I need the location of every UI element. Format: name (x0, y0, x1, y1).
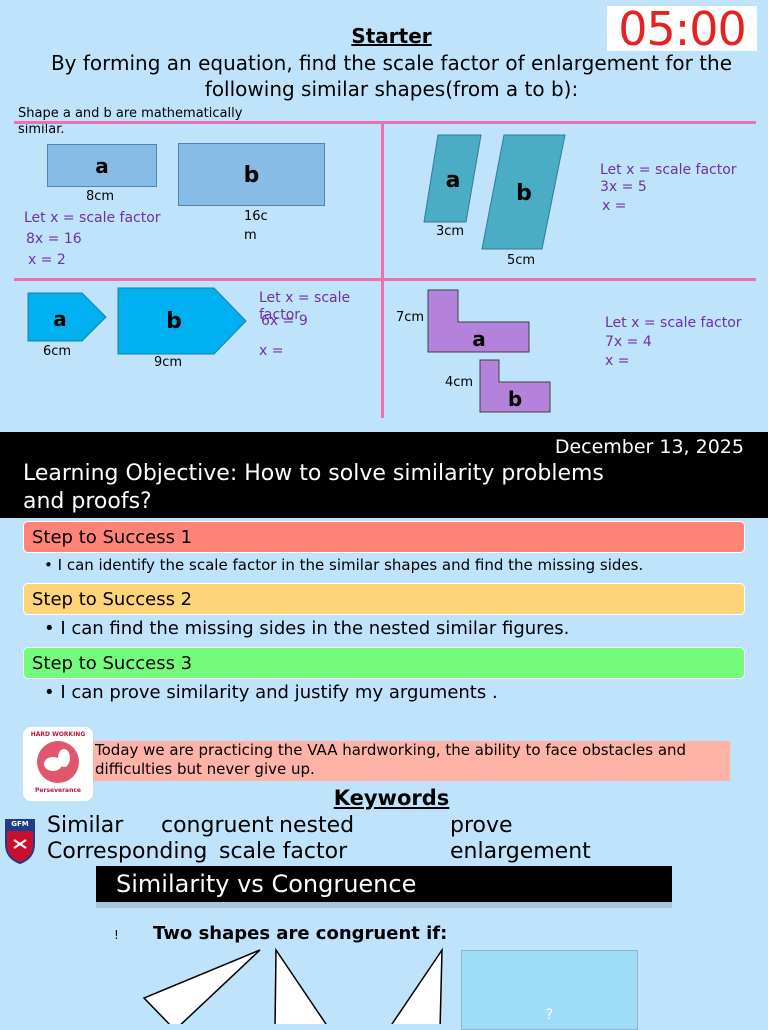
congruent-triangles (142, 947, 443, 1024)
keyword-enlargement: enlargement (450, 839, 591, 864)
q2-working-line-2: 3x = 5 (600, 179, 647, 195)
step-1-bullet: • I can identify the scale factor in the… (44, 556, 644, 574)
q3-working-line-1b: factor (259, 307, 301, 323)
keyword-similar: Similar (47, 813, 124, 838)
congruent-heading: Two shapes are congruent if: (153, 923, 448, 944)
question-line-1: By forming an equation, find the scale f… (50, 51, 733, 75)
note-line-2: similar. (18, 122, 65, 137)
q2-length-a: 3cm (436, 224, 465, 239)
parallelogram-b (481, 134, 566, 250)
bee-icon (37, 741, 79, 783)
q4-length-b: 4cm (445, 375, 474, 390)
q3-working-line-3: x = (259, 343, 284, 359)
step-3-bullet-text: I can prove similarity and justify my ar… (60, 682, 498, 703)
vaa-line-2: difficulties but never give up. (95, 760, 315, 778)
keyword-prove: prove (450, 813, 513, 838)
triangle-1 (142, 949, 261, 1024)
grid-line-top (14, 121, 756, 124)
badge-top-text: HARD WORKING (30, 731, 86, 738)
q2-length-b: 5cm (507, 253, 536, 268)
l-shape-a-label: a (472, 327, 486, 351)
parallelogram-a-label: a (445, 168, 461, 193)
q3-length-b: 9cm (154, 355, 183, 370)
pentagon-b-label: b (166, 309, 182, 334)
keywords-title: Keywords (333, 786, 450, 810)
objective-band: December 13, 2025 Learning Objective: Ho… (0, 432, 768, 518)
q1-working-line-1: Let x = scale factor (24, 210, 161, 226)
q1-length-b-2: m (244, 228, 257, 243)
step-to-success-1: Step to Success 1 (23, 521, 745, 553)
starter-title: Starter (351, 24, 432, 48)
countdown-timer: 05:00 (607, 6, 757, 52)
q1-length-a: 8cm (86, 189, 115, 204)
step-to-success-3: Step to Success 3 (23, 647, 745, 679)
parallelograms (423, 134, 566, 250)
q4-working: Let x = scale factor 7x = 4 x = (605, 314, 742, 371)
badge-bottom-text: Perseverance (35, 787, 81, 794)
pentagon-b (117, 287, 247, 355)
objective-line-2: and proofs? (23, 489, 152, 514)
q4-length-a: 7cm (396, 310, 425, 325)
lesson-date: December 13, 2025 (554, 436, 744, 458)
q4-working-line-1: Let x = scale factor (605, 315, 742, 331)
q4-working-line-2: 7x = 4 (605, 334, 652, 350)
keyword-nested: nested (279, 813, 355, 838)
step-2-bullet-text: I can find the missing sides in the nest… (60, 618, 570, 639)
keyword-scale-factor: scale factor (219, 839, 348, 864)
learning-objective: Learning Objective: How to solve similar… (23, 460, 743, 516)
q1-working-line-3: x = 2 (28, 252, 66, 268)
rectangle-a-label: a (95, 154, 109, 178)
school-crest-icon (5, 819, 35, 865)
q1-length-b-1: 16c (244, 209, 268, 224)
q4-working-line-3: x = (605, 353, 630, 369)
rectangle-b-label: b (243, 163, 260, 188)
similarity-title-bar: Similarity vs Congruence (96, 866, 672, 902)
triangle-3 (391, 947, 443, 1024)
l-shape-b-label: b (507, 387, 523, 411)
exclamation-mark: ! (114, 928, 119, 942)
reveal-box-mark: ? (545, 1007, 554, 1023)
q1-working: Let x = scale factor 8x = 16 x = 2 (24, 208, 161, 271)
step-1-bullet-text: I can identify the scale factor in the s… (57, 556, 644, 574)
pentagon-a (27, 292, 107, 342)
step-to-success-2: Step to Success 2 (23, 583, 745, 615)
rectangle-a: a (47, 144, 157, 187)
keyword-corresponding: Corresponding (47, 839, 208, 864)
school-crest-text: GFM (11, 820, 29, 828)
note-line-1: Shape a and b are mathematically (18, 106, 243, 121)
pentagon-a-label: a (53, 307, 67, 331)
grid-line-middle (14, 278, 756, 281)
l-shapes (427, 289, 551, 413)
keyword-congruent: congruent (161, 813, 274, 838)
q1-working-line-2: 8x = 16 (26, 231, 82, 247)
rectangle-b: b (178, 143, 325, 206)
question-line-2: following similar shapes(from a to b): (204, 77, 579, 101)
q2-working-line-1: Let x = scale factor (600, 162, 737, 178)
q3-working-line-2: 6x = 9 (261, 313, 308, 329)
parallelogram-b-label: b (516, 181, 532, 206)
q3-length-a: 6cm (43, 344, 72, 359)
vaa-line-1: Today we are practicing the VAA hardwork… (95, 741, 687, 759)
l-shape-b (479, 359, 551, 413)
vaa-statement: Today we are practicing the VAA hardwork… (93, 741, 730, 781)
step-2-bullet: • I can find the missing sides in the ne… (44, 618, 570, 639)
objective-line-1: Learning Objective: How to solve similar… (23, 461, 604, 486)
triangle-2 (274, 947, 327, 1024)
starter-question: By forming an equation, find the scale f… (10, 50, 768, 102)
similar-note: Shape a and b are mathematically similar… (18, 106, 242, 138)
q2-working-line-3: x = (602, 198, 627, 214)
similarity-title-shadow (96, 902, 672, 908)
q2-working: Let x = scale factor 3x = 5 x = (600, 160, 737, 217)
step-3-bullet: • I can prove similarity and justify my … (44, 682, 498, 703)
parallelogram-a (423, 134, 482, 223)
pentagons (27, 287, 247, 355)
reveal-box[interactable]: ? (461, 950, 638, 1030)
grid-line-vertical (381, 122, 384, 418)
l-shape-a (427, 289, 530, 353)
hardworking-badge: HARD WORKING Perseverance (23, 727, 93, 801)
q3-working-line-1: Let x = scale (259, 290, 351, 306)
school-crest: GFM (4, 818, 36, 865)
